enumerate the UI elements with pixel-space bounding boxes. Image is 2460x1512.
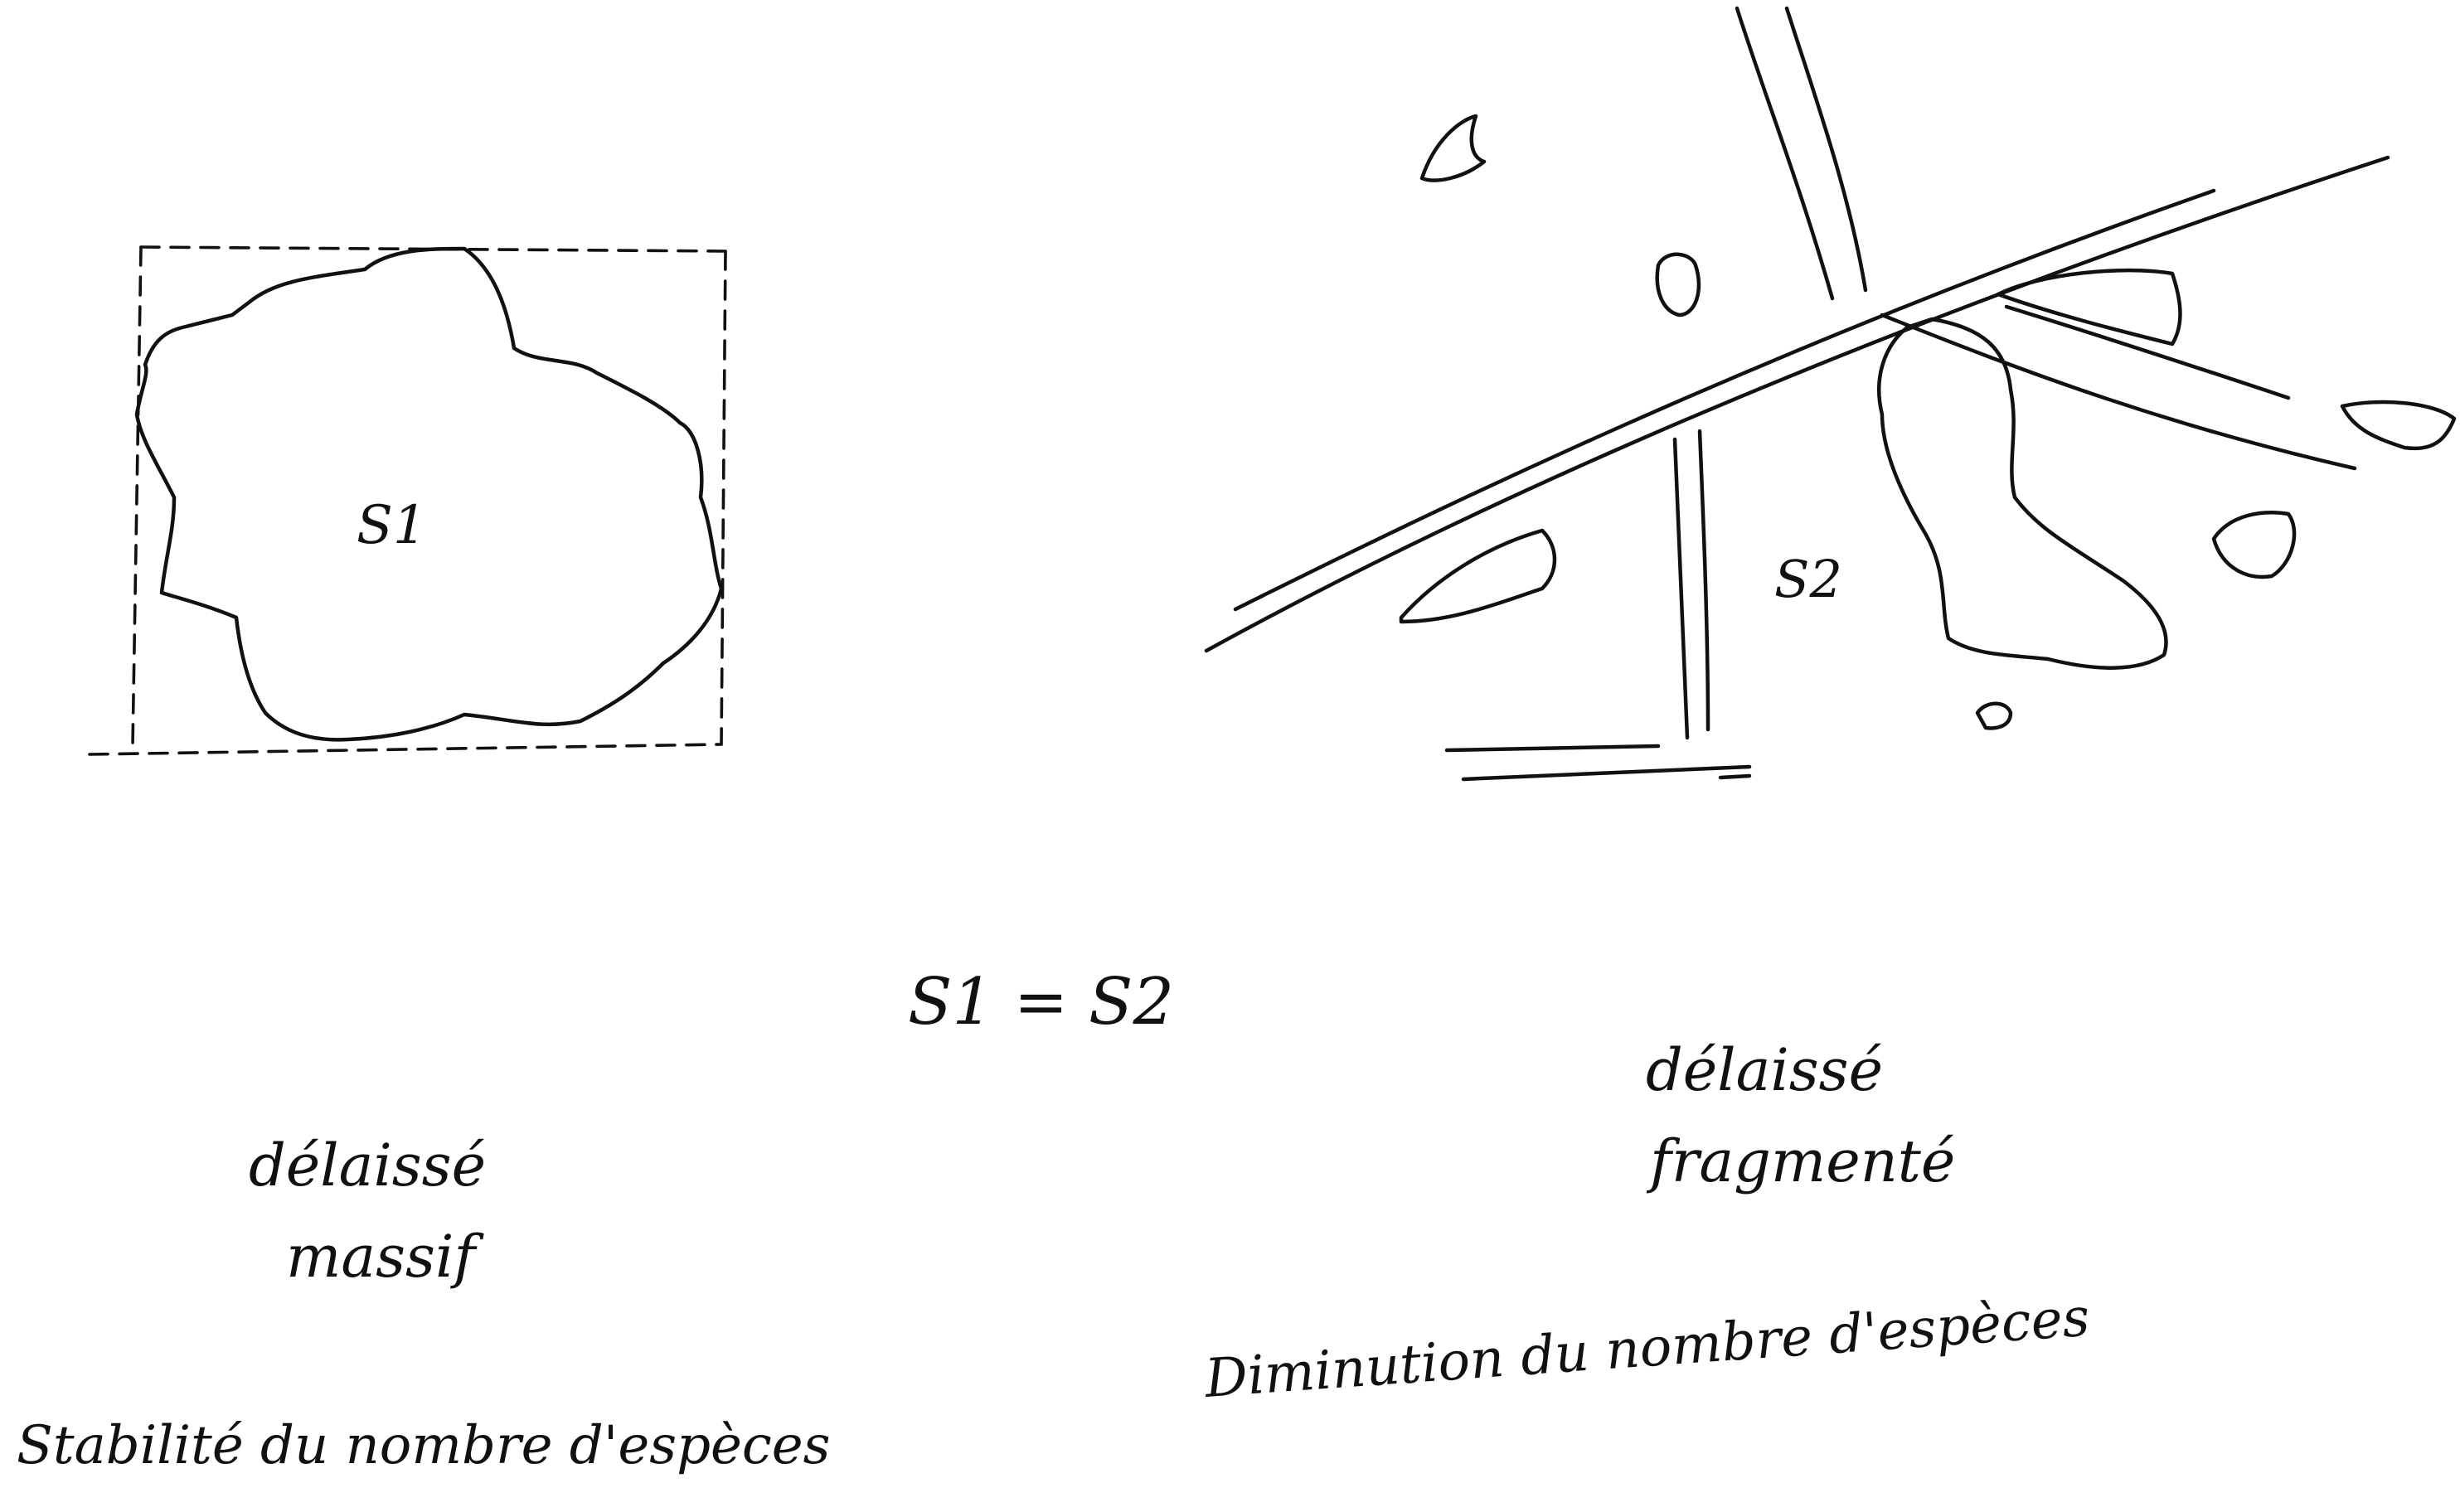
infrastructure-lines bbox=[1204, 6, 2390, 782]
right-caption: délaissé fragmenté bbox=[1646, 1036, 1955, 1195]
habitat-fragment-small-5 bbox=[1975, 701, 2013, 730]
habitat-fragment-top-right bbox=[1996, 268, 2182, 346]
right-result-text: Diminution du nombre d'espèces bbox=[1202, 1287, 2092, 1410]
area-label-s2: S2 bbox=[1774, 549, 1842, 609]
habitat-fragment-small-2 bbox=[1655, 252, 1701, 317]
fragmented-wasteland-diagram: S2 bbox=[1204, 6, 2457, 782]
massive-wasteland-diagram: S1 bbox=[88, 245, 727, 756]
habitat-fragment-large bbox=[1877, 317, 2168, 670]
left-caption-line1: délaissé bbox=[249, 1132, 486, 1199]
habitat-fragment-lower-left bbox=[1399, 528, 1557, 624]
equation-s1-equals-s2: S1 = S2 bbox=[908, 965, 1174, 1040]
dashed-frame bbox=[88, 245, 727, 756]
left-caption: délaissé massif bbox=[249, 1132, 486, 1291]
left-result-text: Stabilité du nombre d'espèces bbox=[17, 1415, 830, 1476]
large-habitat-patch bbox=[134, 246, 724, 742]
right-caption-line1: délaissé bbox=[1646, 1036, 1883, 1104]
area-label-s1: S1 bbox=[357, 495, 427, 556]
habitat-fragment-small-3 bbox=[2340, 400, 2457, 451]
habitat-fragment-small-1 bbox=[1419, 114, 1487, 182]
left-caption-line2: massif bbox=[286, 1223, 484, 1291]
right-caption-line2: fragmenté bbox=[1646, 1127, 1955, 1195]
habitat-fragment-small-4 bbox=[2211, 511, 2297, 579]
habitat-fragments bbox=[1399, 114, 2457, 730]
